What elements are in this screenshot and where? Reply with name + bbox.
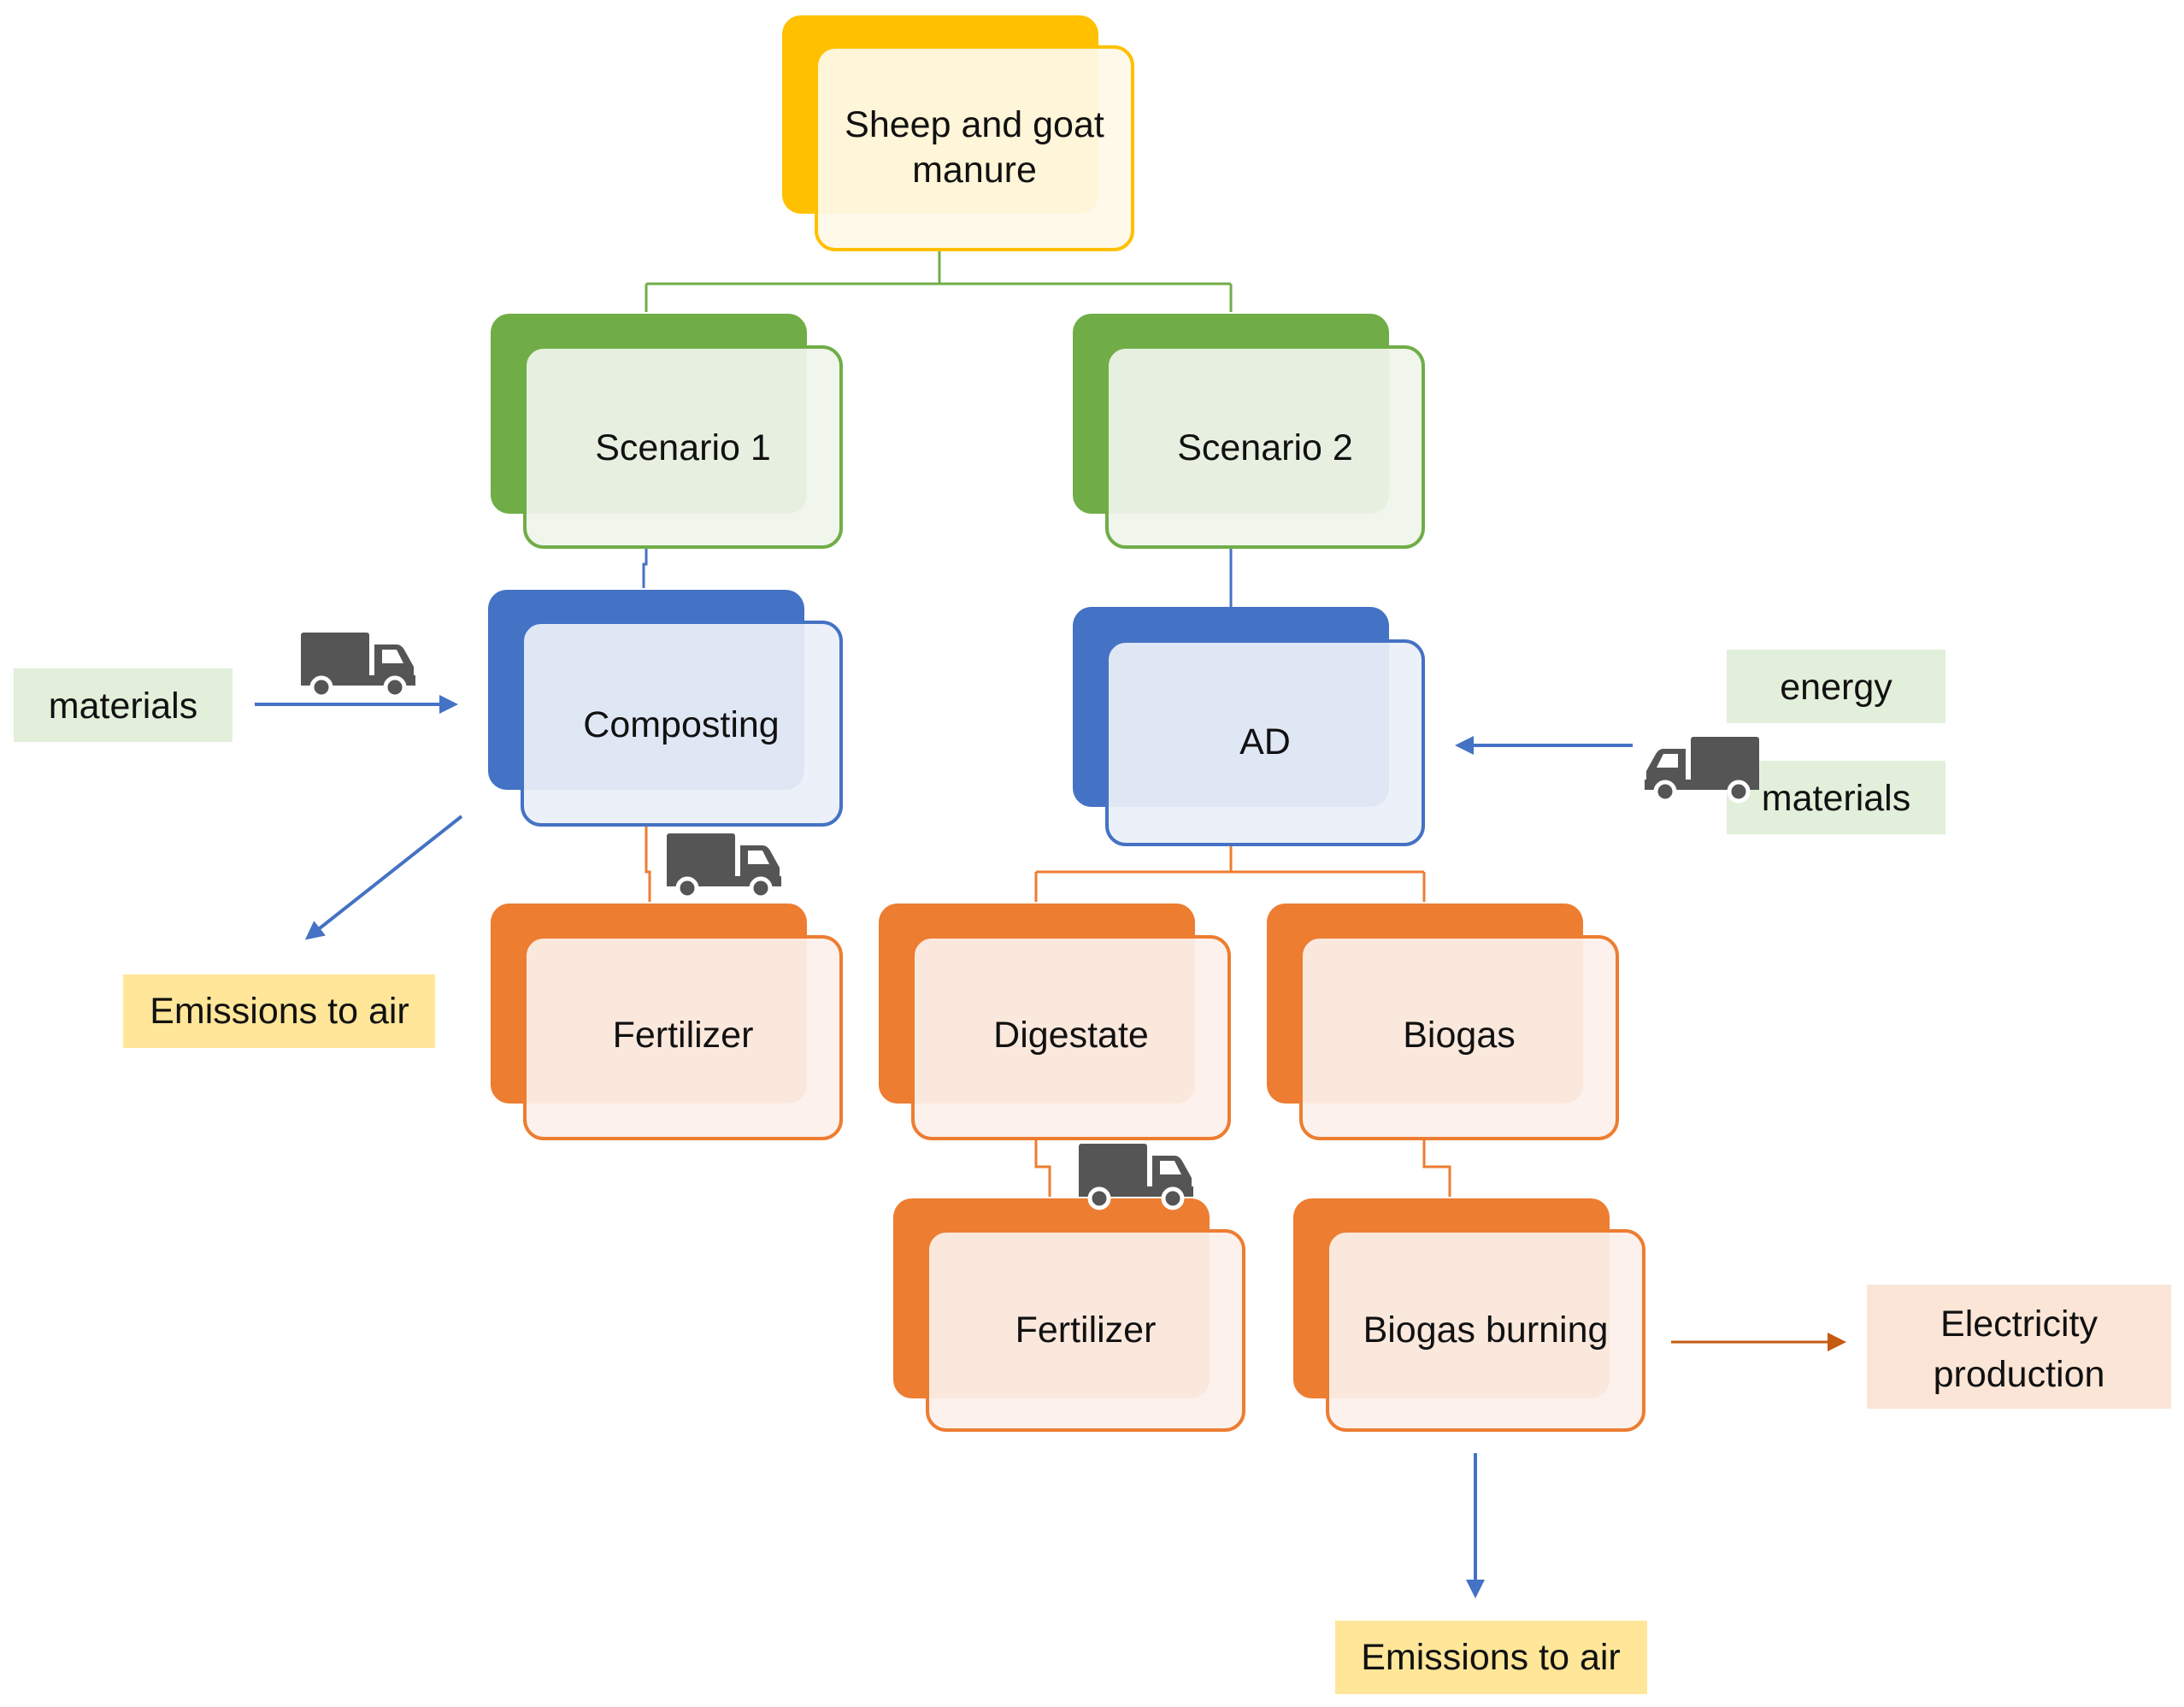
node-fertilizer-1-label: Fertilizer (613, 1015, 754, 1056)
connector-ad-to-products (1034, 845, 1426, 902)
node-scenario1: Scenario 1 (491, 314, 843, 549)
truck-icon (1645, 737, 1759, 801)
label-materials-right: materials (1727, 761, 1946, 834)
label-energy-text: energy (1780, 667, 1893, 708)
node-digestate: Digestate (879, 904, 1231, 1140)
node-biogas-burning-label: Biogas burning (1363, 1310, 1609, 1351)
node-manure-label-line2: manure (912, 150, 1037, 191)
label-materials-right-text: materials (1762, 778, 1910, 819)
label-electricity-production: Electricity production (1867, 1285, 2171, 1409)
node-scenario2: Scenario 2 (1073, 314, 1425, 549)
label-materials-left-text: materials (49, 686, 197, 727)
node-biogas-burning: Biogas burning (1293, 1198, 1645, 1432)
label-electricity-line2: production (1934, 1354, 2105, 1395)
label-materials-left: materials (14, 668, 233, 742)
node-manure-label-line1: Sheep and goat (845, 104, 1104, 145)
flow-arrows (255, 695, 1846, 1598)
node-ad-label: AD (1239, 721, 1291, 762)
arrow-composting-to-emissions (304, 815, 463, 940)
node-composting-label: Composting (583, 704, 779, 745)
label-emissions-bottom-text: Emissions to air (1361, 1637, 1620, 1678)
connector-scenario1-to-composting (642, 547, 648, 588)
node-fertilizer-2-label: Fertilizer (1015, 1310, 1157, 1351)
label-emissions-bottom: Emissions to air (1335, 1621, 1647, 1694)
node-digestate-label: Digestate (993, 1015, 1149, 1056)
truck-icon (667, 833, 781, 898)
label-emissions-left-text: Emissions to air (150, 991, 409, 1032)
connector-composting-to-fertilizer (645, 825, 651, 902)
truck-icon (1079, 1144, 1193, 1208)
node-scenario1-label: Scenario 1 (595, 427, 771, 468)
node-biogas-label: Biogas (1403, 1015, 1515, 1056)
node-fertilizer-1: Fertilizer (491, 904, 843, 1140)
label-energy: energy (1727, 650, 1946, 723)
node-scenario2-label: Scenario 2 (1177, 427, 1353, 468)
truck-icon (301, 633, 415, 697)
connector-biogas-to-burning (1422, 1139, 1451, 1197)
connectors (642, 250, 1451, 1197)
connector-manure-to-scenarios (645, 250, 1233, 312)
node-manure: Sheep and goat manure (782, 15, 1134, 251)
label-electricity-line1: Electricity (1940, 1304, 2098, 1345)
node-biogas: Biogas (1267, 904, 1619, 1140)
node-composting: Composting (488, 590, 843, 827)
node-ad: AD (1073, 607, 1425, 846)
connector-digestate-to-fertilizer (1034, 1139, 1051, 1197)
label-emissions-left: Emissions to air (123, 974, 435, 1048)
node-fertilizer-2: Fertilizer (893, 1198, 1245, 1432)
